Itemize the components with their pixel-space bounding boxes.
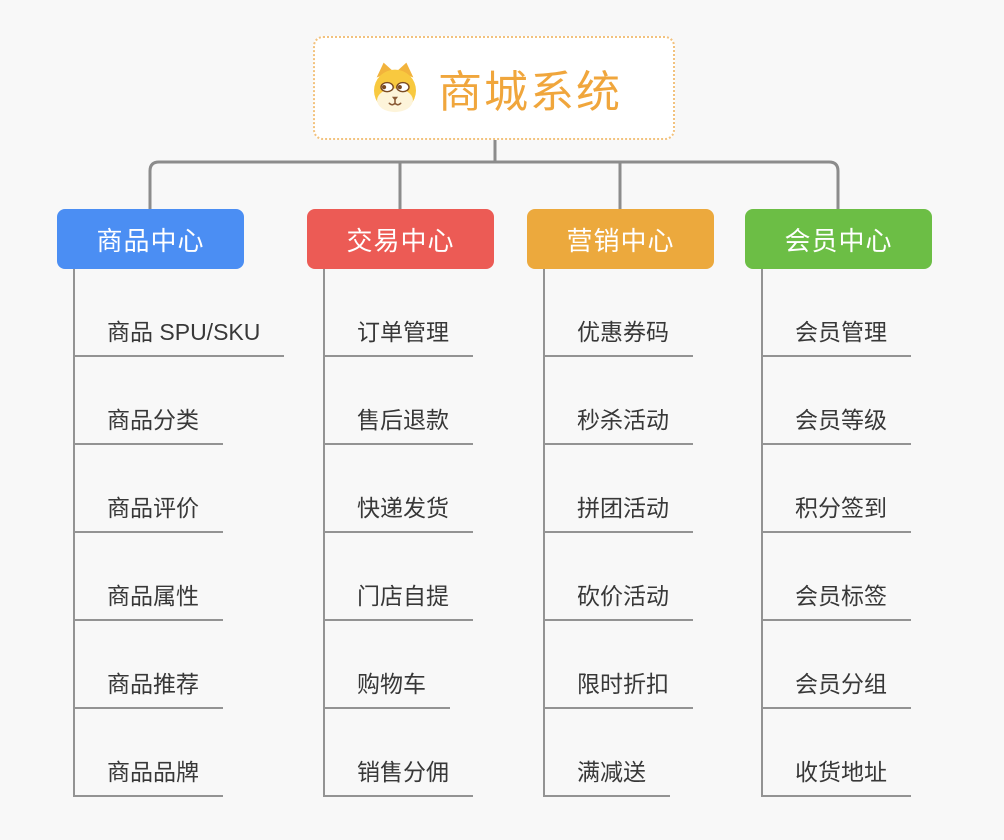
subtopic[interactable]: 会员管理: [763, 269, 911, 357]
dog-face-icon: [374, 62, 416, 113]
subtopic[interactable]: 会员标签: [763, 533, 911, 621]
subtopic[interactable]: 积分签到: [763, 445, 911, 533]
subtopic[interactable]: 会员分组: [763, 621, 911, 709]
subtopic[interactable]: 门店自提: [325, 533, 473, 621]
subtopic-list-marketing: 优惠券码 秒杀活动 拼团活动 砍价活动 限时折扣 满减送: [543, 269, 693, 797]
subtopic[interactable]: 秒杀活动: [545, 357, 693, 445]
subtopic[interactable]: 商品评价: [75, 445, 223, 533]
subtopic[interactable]: 商品属性: [75, 533, 223, 621]
branch-topic-trade-center[interactable]: 交易中心: [307, 209, 494, 269]
subtopic-list-product: 商品 SPU/SKU 商品分类 商品评价 商品属性 商品推荐 商品品牌: [73, 269, 285, 797]
subtopic[interactable]: 拼团活动: [545, 445, 693, 533]
subtopic[interactable]: 快递发货: [325, 445, 473, 533]
branch-topic-marketing-center[interactable]: 营销中心: [527, 209, 714, 269]
subtopic[interactable]: 销售分佣: [325, 709, 473, 797]
subtopic[interactable]: 订单管理: [325, 269, 473, 357]
subtopic[interactable]: 优惠券码: [545, 269, 693, 357]
root-topic-label: 商城系统: [438, 68, 622, 117]
subtopic-list-member: 会员管理 会员等级 积分签到 会员标签 会员分组 收货地址: [761, 269, 911, 797]
subtopic[interactable]: 购物车: [325, 621, 450, 709]
subtopic[interactable]: 商品 SPU/SKU: [75, 269, 285, 357]
subtopic[interactable]: 砍价活动: [545, 533, 693, 621]
branch-topic-product-center[interactable]: 商品中心: [57, 209, 244, 269]
subtopic[interactable]: 售后退款: [325, 357, 473, 445]
subtopic[interactable]: 商品推荐: [75, 621, 223, 709]
subtopic[interactable]: 会员等级: [763, 357, 911, 445]
subtopic[interactable]: 收货地址: [763, 709, 911, 797]
subtopic-list-trade: 订单管理 售后退款 快递发货 门店自提 购物车 销售分佣: [323, 269, 473, 797]
subtopic[interactable]: 商品品牌: [75, 709, 223, 797]
branch-topic-member-center[interactable]: 会员中心: [745, 209, 932, 269]
subtopic[interactable]: 限时折扣: [545, 621, 693, 709]
root-topic[interactable]: 商城系统: [313, 36, 675, 140]
subtopic[interactable]: 商品分类: [75, 357, 223, 445]
subtopic[interactable]: 满减送: [545, 709, 670, 797]
